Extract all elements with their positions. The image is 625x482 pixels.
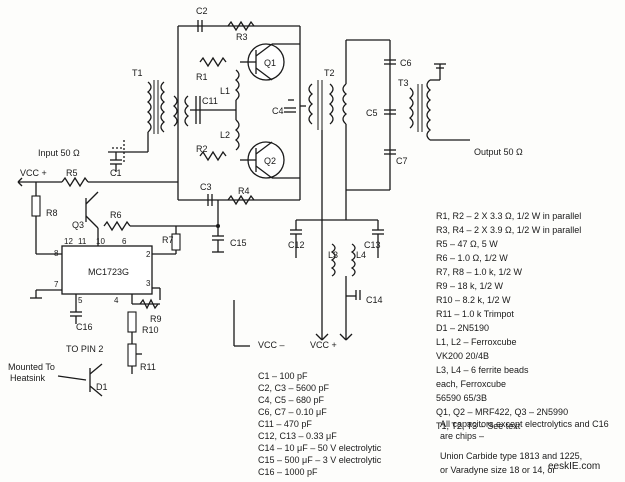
c2-label: C2 (196, 6, 208, 16)
r3-label: R3 (236, 32, 248, 42)
parts-right-12: L3, L4 – 6 ferrite beads (436, 365, 529, 375)
parts-right-16: T1, T2, T3 – See text (436, 421, 521, 431)
r2-label: R2 (196, 144, 208, 154)
r10-label: R10 (142, 325, 159, 335)
l2-label: L2 (220, 130, 230, 140)
mounted-label: Mounted To (8, 362, 55, 372)
resistor-r10 (127, 311, 137, 333)
r8-label: R8 (46, 208, 58, 218)
parts-right-4: R6 – 1.0 Ω, 1/2 W (436, 253, 508, 263)
input-transformer-t1 (146, 80, 190, 134)
parts-cap-9: C16 – 1000 pF (258, 467, 318, 477)
c7-label: C7 (396, 156, 408, 166)
parts-right-13: each, Ferroxcube (436, 379, 507, 389)
note-line-1: All capacitors except electrolytics and … (440, 419, 609, 429)
r5-label: R5 (66, 168, 78, 178)
output-transformer-t2 (308, 80, 348, 130)
parts-right-8: R11 – 1.0 k Trimpot (436, 309, 514, 319)
pin-2: 2 (146, 250, 151, 259)
q1-label: Q1 (264, 58, 276, 68)
parts-right-5: R7, R8 – 1.0 k, 1/2 W (436, 267, 523, 277)
c11-label: C11 (202, 96, 218, 106)
ic-name: MC1723G (88, 267, 129, 277)
output-label: Output 50 Ω (474, 147, 523, 157)
pin-7: 7 (54, 280, 59, 289)
transistor-q1 (240, 43, 285, 81)
parts-right-1: R1, R2 – 2 X 3.3 Ω, 1/2 W in parallel (436, 211, 582, 221)
parts-right-3: R5 – 47 Ω, 5 W (436, 239, 498, 249)
to-pin2-label: TO PIN 2 (66, 344, 103, 354)
pin-4: 4 (114, 296, 119, 305)
l3-label: L3 (328, 250, 338, 260)
pin-10: 10 (96, 237, 105, 246)
parts-right-7: R10 – 8.2 k, 1/2 W (436, 295, 511, 305)
parts-right-11: VK200 20/4B (436, 351, 490, 361)
resistor-r8 (31, 195, 41, 217)
parts-cap-8: C15 – 500 μF – 3 V electrolytic (258, 455, 382, 465)
parts-cap-4: C6, C7 – 0.10 μF (258, 407, 327, 417)
l4-label: L4 (356, 250, 366, 260)
parts-cap-6: C12, C13 – 0.33 μF (258, 431, 337, 441)
note-line-4: or Varadyne size 18 or 14, or (440, 465, 556, 475)
c6-label: C6 (400, 58, 412, 68)
q3-label: Q3 (72, 220, 84, 230)
c15-label: C15 (230, 238, 247, 248)
c14-label: C14 (366, 295, 383, 305)
t2-label: T2 (324, 68, 335, 78)
parts-right-9: D1 – 2N5190 (436, 323, 490, 333)
note-line-2: are chips – (440, 431, 485, 441)
c13-label: C13 (364, 240, 381, 250)
r6-label: R6 (110, 210, 122, 220)
vcc-minus-label: VCC – (258, 340, 285, 350)
output-transformer-t3 (408, 79, 432, 141)
d1-label: D1 (96, 382, 108, 392)
parts-right-14: 56590 65/3B (436, 393, 488, 403)
heatsink-label: Heatsink (10, 373, 46, 383)
t3-label: T3 (398, 78, 409, 88)
r1-label: R1 (196, 72, 208, 82)
watermark: eeskIE.com (548, 461, 601, 472)
r11-label: R11 (140, 362, 156, 372)
c1-label: C1 (110, 168, 122, 178)
parts-cap-7: C14 – 10 μF – 50 V electrolytic (258, 443, 382, 453)
c12-label: C12 (288, 240, 305, 250)
r9-label: R9 (150, 314, 162, 324)
parts-right-15: Q1, Q2 – MRF422, Q3 – 2N5990 (436, 407, 569, 417)
q2-label: Q2 (264, 156, 276, 166)
c16-label: C16 (76, 322, 93, 332)
r4-label: R4 (238, 186, 250, 196)
diode-transistor-d1 (89, 363, 103, 397)
parts-cap-3: C4, C5 – 680 pF (258, 395, 325, 405)
parts-right-2: R3, R4 – 2 X 3.9 Ω, 1/2 W in parallel (436, 225, 582, 235)
pin-5: 5 (78, 296, 83, 305)
parts-cap-5: C11 – 470 pF (258, 419, 312, 429)
pin-11: 11 (78, 237, 87, 246)
t1-label: T1 (132, 68, 143, 78)
l1-label: L1 (220, 86, 230, 96)
parts-cap-2: C2, C3 – 5600 pF (258, 383, 330, 393)
vcc-plus-left-label: VCC + (20, 168, 47, 178)
trimpot-r11 (127, 343, 137, 367)
parts-cap-1: C1 – 100 pF (258, 371, 308, 381)
c4-label: C4 (272, 106, 284, 116)
ic-mc1723g (61, 245, 153, 295)
resistor-r7 (171, 233, 181, 251)
transistor-q3 (85, 191, 99, 229)
c5-label: C5 (366, 108, 378, 118)
pin-12: 12 (64, 237, 73, 246)
c3-label: C3 (200, 182, 212, 192)
parts-right-10: L1, L2 – Ferroxcube (436, 337, 517, 347)
r7-label: R7 (162, 235, 174, 245)
pin-3: 3 (146, 279, 151, 288)
vcc-plus-mid-label: VCC + (310, 340, 337, 350)
parts-right-6: R9 – 18 k, 1/2 W (436, 281, 504, 291)
pin-6: 6 (122, 237, 127, 246)
input-label: Input 50 Ω (38, 148, 80, 158)
note-line-3: Union Carbide type 1813 and 1225, (440, 451, 583, 461)
transistor-q2 (240, 141, 285, 179)
